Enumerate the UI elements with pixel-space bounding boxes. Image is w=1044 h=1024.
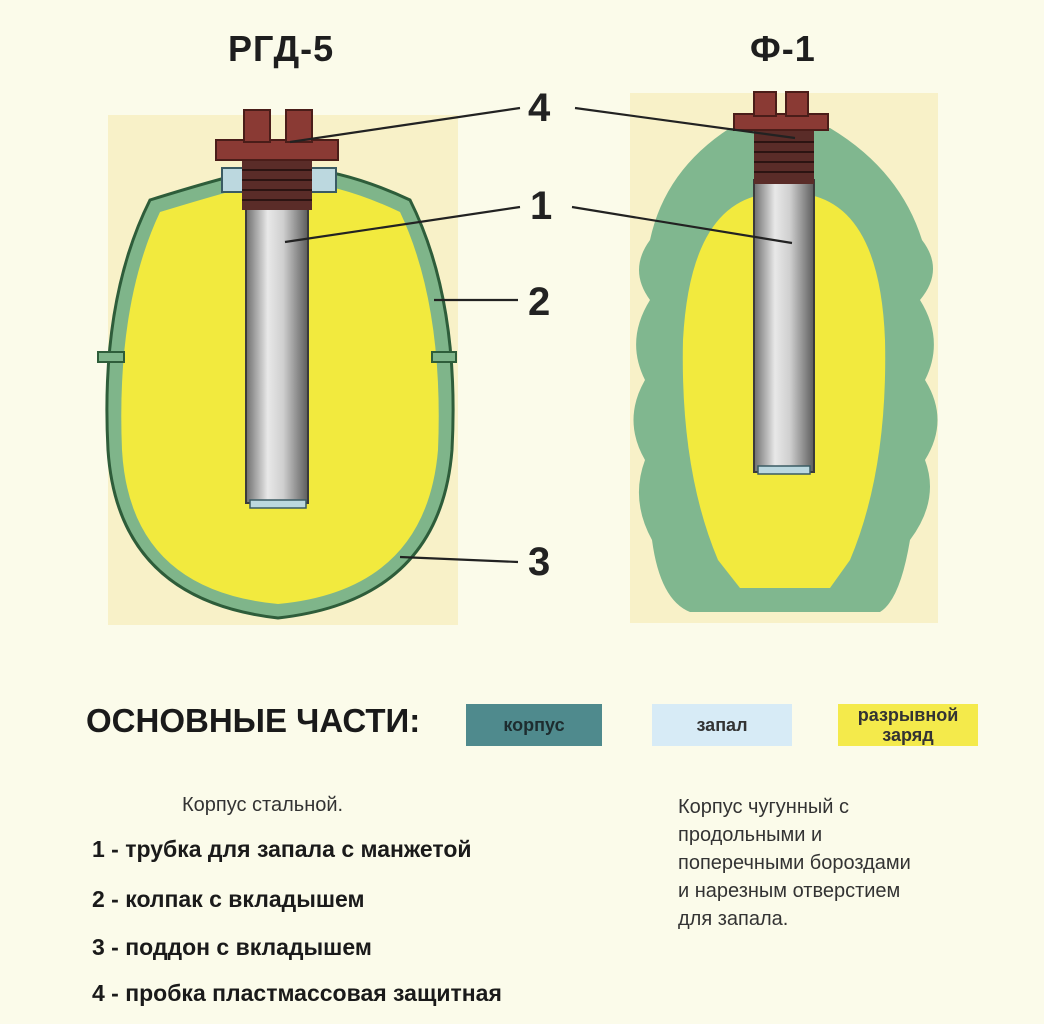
rgd5-seam-right <box>431 351 457 363</box>
legend-label-charge-line1: разрывной <box>857 705 959 725</box>
part-item-4: 4 - пробка пластмассовая защитная <box>92 980 502 1006</box>
leader-lines <box>284 106 796 564</box>
f1-plug-tab-right <box>785 91 809 117</box>
f1-plug-flange <box>733 113 829 131</box>
callout-4: 4 <box>528 86 551 130</box>
f1-description: Корпус чугунный с продольными и поперечн… <box>678 793 978 933</box>
legend-swatch-fuze: запал <box>652 704 792 746</box>
callout-2: 2 <box>528 280 551 324</box>
title-rgd5: РГД-5 <box>228 28 335 69</box>
f1-grenade <box>630 91 938 623</box>
f1-desc-line: для запала. <box>678 908 789 930</box>
callout-1: 1 <box>530 184 553 228</box>
part-item-1: 1 - трубка для запала с манжетой <box>92 836 472 862</box>
legend-swatch-body: корпус <box>466 704 602 746</box>
rgd5-fuze-tube <box>245 204 309 504</box>
rgd5-thread <box>242 160 312 210</box>
rgd5-plug-tab-left <box>243 109 271 143</box>
f1-desc-line: Корпус чугунный с <box>678 796 849 818</box>
f1-thread <box>754 130 814 184</box>
rgd5-grenade <box>97 109 458 625</box>
legend-label-body: корпус <box>503 715 565 735</box>
legend-label-charge-line2: заряд <box>882 725 934 745</box>
grenade-drawings <box>97 91 938 625</box>
title-f1: Ф-1 <box>750 28 816 69</box>
rgd5-tube-bottom <box>249 499 307 509</box>
callout-3: 3 <box>528 540 551 584</box>
rgd5-seam-left <box>97 351 125 363</box>
rgd5-plug-tab-right <box>285 109 313 143</box>
f1-fuze-tube <box>753 179 815 473</box>
f1-desc-line: продольными и <box>678 824 823 846</box>
part-item-3: 3 - поддон с вкладышем <box>92 934 372 960</box>
legend-swatch-charge: разрывной заряд <box>838 704 978 746</box>
f1-plug-tab-left <box>753 91 777 117</box>
f1-tube-bottom <box>757 465 811 475</box>
rgd5-material: Корпус стальной. <box>182 794 344 816</box>
legend-heading: ОСНОВНЫЕ ЧАСТИ: <box>86 702 421 739</box>
part-item-2: 2 - колпак с вкладышем <box>92 886 365 912</box>
legend-label-fuze: запал <box>696 715 748 735</box>
f1-desc-line: и нарезным отверстием <box>678 880 901 902</box>
rgd5-plug-flange <box>215 139 339 161</box>
f1-desc-line: поперечными бороздами <box>678 852 911 874</box>
